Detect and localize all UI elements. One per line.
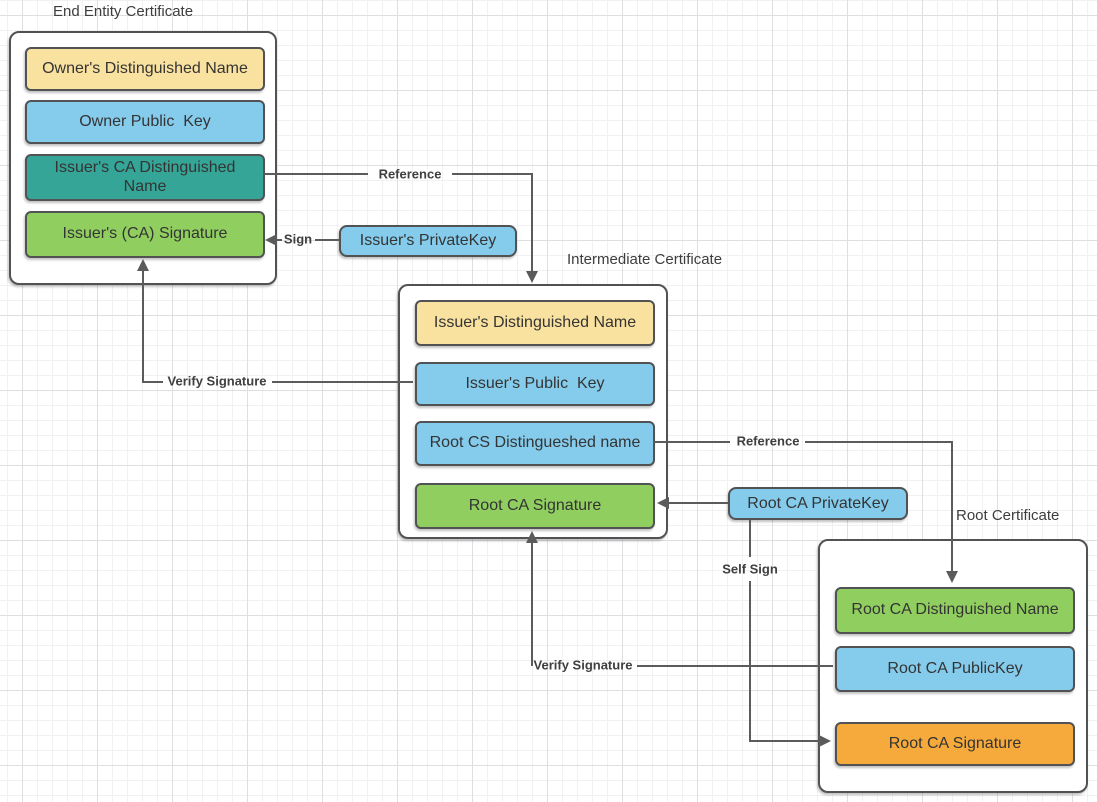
arrowhead-down-icon xyxy=(526,271,538,283)
verify-signature-bottom-connector xyxy=(531,543,833,667)
root-ca-private-key-box: Root CA PrivateKey xyxy=(728,487,908,520)
field-label: Root CA Signature xyxy=(888,734,1022,752)
field-label: Owner's Distinguished Name xyxy=(42,59,248,77)
intermediate-certificate-title: Intermediate Certificate xyxy=(567,251,723,268)
arrow-label-verify-signature-bottom: Verify Signature xyxy=(533,657,633,673)
end-entity-certificate-title: End Entity Certificate xyxy=(53,3,194,20)
field-issuers-ca-distinguished-name: Issuer's CA Distinguished Name xyxy=(25,154,265,201)
root-certificate-container: Root CA Distinguished Name Root CA Publi… xyxy=(818,539,1088,793)
intermediate-certificate-container: Issuer's Distinguished Name Issuer's Pub… xyxy=(398,284,668,539)
field-issuers-distinguished-name: Issuer's Distinguished Name xyxy=(415,300,655,346)
field-label: Issuer's Distinguished Name xyxy=(433,313,637,331)
field-label: Root CA Signature xyxy=(468,496,602,514)
arrow-label-reference-top: Reference xyxy=(378,166,442,182)
arrow-label-self-sign: Self Sign xyxy=(722,561,778,577)
field-label: Root CA Distinguished Name xyxy=(851,601,1059,619)
field-label: Issuer's CA Distinguished Name xyxy=(54,159,240,195)
self-sign-connector xyxy=(749,520,819,742)
field-label: Issuer's Public Key xyxy=(465,374,605,392)
field-owners-distinguished-name: Owner's Distinguished Name xyxy=(25,47,265,91)
field-issuers-public-key: Issuer's Public Key xyxy=(415,362,655,406)
field-root-ca-signature-root: Root CA Signature xyxy=(835,722,1075,766)
field-issuers-ca-signature: Issuer's (CA) Signature xyxy=(25,211,265,258)
field-root-ca-publickey: Root CA PublicKey xyxy=(835,646,1075,692)
end-entity-certificate-container: Owner's Distinguished Name Owner Public … xyxy=(9,31,277,285)
arrow-label-reference-bottom: Reference xyxy=(736,433,800,449)
field-label: Issuer's (CA) Signature xyxy=(62,225,228,243)
arrow-label-verify-signature-left: Verify Signature xyxy=(167,373,267,389)
field-label: Owner Public Key xyxy=(79,112,211,130)
field-root-ca-distinguished-name: Root CA Distinguished Name xyxy=(835,587,1075,634)
verify-signature-left-connector xyxy=(142,271,413,383)
field-root-cs-distingueshed-name: Root CS Distingueshed name xyxy=(415,421,655,466)
field-label: Root CS Distingueshed name xyxy=(429,434,641,452)
issuers-private-key-box: Issuer's PrivateKey xyxy=(339,225,517,257)
root-certificate-title: Root Certificate xyxy=(956,507,1060,524)
field-owner-public-key: Owner Public Key xyxy=(25,100,265,144)
arrow-label-sign: Sign xyxy=(283,231,313,247)
field-root-ca-signature-intermediate: Root CA Signature xyxy=(415,483,655,529)
field-label: Root CA PublicKey xyxy=(887,659,1023,677)
